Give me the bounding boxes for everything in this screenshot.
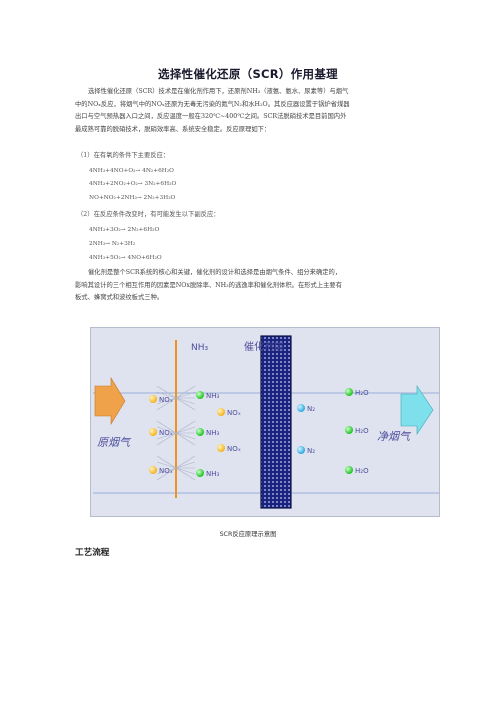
reaction-2: 4NH₃+2NO₂+O₂→ 3N₂+6H₂O [89,181,177,187]
reaction-1: 4NH₃+4NO+O₂→ 4N₂+6H₂O [89,168,174,174]
reaction-3: NO+NO₂+2NH₃→ 2N₂+3H₂O [89,195,176,201]
nox-molecule [217,408,225,416]
nh3-label: NH₃ [206,429,220,437]
intro-line: 中的NOₓ反应，将烟气中的NOₓ还原为无毒无污染的氮气N₂和水H₂O。其反应器设… [75,100,350,108]
nh3-label: NH₃ [206,392,220,400]
nh3-molecule [196,428,204,436]
intro-line: 最成熟可靠的脱硝技术，脱硝效率高、系统安全稳定。反应原理如下： [75,125,271,133]
step2-heading: （2）在反应条件改变时，有可能发生以下副反应： [77,211,220,218]
intro-line: 选择性催化还原（SCR）技术是在催化剂作用下，还原剂NH₃（液氨、氨水、尿素等）… [88,88,349,95]
h2o-label: H₂O [355,389,369,397]
catalyst-line: 催化剂是整个SCR系统的核心和关键，催化剂的设计和选择是由烟气条件、组分来确定的… [88,269,342,276]
diagram-caption: SCR反应原理示意图 [219,531,277,538]
n2-molecule [297,446,305,454]
n2-molecule [297,404,305,412]
n2-label: N₂ [307,447,315,455]
raw-gas-label: 原烟气 [97,436,132,449]
catalyst-bed [260,335,292,509]
nh3-label: NH₃ [206,470,220,478]
nox-label: NOₓ [159,396,173,404]
h2o-label: H₂O [355,427,369,435]
step1-heading: （1）在有氧的条件下主要反应： [77,152,170,159]
nox-molecule [149,428,157,436]
section-heading: 工艺流程 [75,548,110,558]
intro-line: 出口与空气预热器入口之间，反应温度一般在320℃~400℃之间。SCR法脱硝技术… [75,113,347,121]
raw-gas-arrow [94,376,126,426]
nox-molecule [149,395,157,403]
scr-diagram: NH₃ 催化剂层 原烟气 净烟气 NOₓ NOₓ NOₓ NH₃ NH₃ NH₃… [90,327,440,517]
h2o-molecule [345,388,353,396]
nox-molecule [217,444,225,452]
scr-diagram-svg: NH₃ 催化剂层 原烟气 净烟气 NOₓ NOₓ NOₓ NH₃ NH₃ NH₃… [93,335,439,509]
clean-gas-arrow [400,385,434,435]
nox-label: NOₓ [227,445,241,453]
n2-label: N₂ [307,405,315,413]
catalyst-label: 催化剂层 [244,340,284,353]
nox-label: NOₓ [227,409,241,417]
catalyst-paragraph: 催化剂是整个SCR系统的核心和关键，催化剂的设计和选择是由烟气条件、组分来确定的… [75,267,435,305]
nox-label: NOₓ [159,467,173,475]
intro-paragraph: 选择性催化还原（SCR）技术是在催化剂作用下，还原剂NH₃（液氨、氨水、尿素等）… [75,86,435,136]
catalyst-line: 板式、蜂窝式和波纹板式三种。 [75,294,164,302]
spray-fans [156,385,196,481]
side-reaction-3: 4NH₃+5O₂→ 4NO+6H₂O [89,255,162,261]
h2o-molecule [345,466,353,474]
side-reaction-1: 4NH₃+3O₂→ 2N₂+6H₂O [89,227,160,233]
nh3-molecule [196,469,204,477]
h2o-label: H₂O [355,467,369,475]
nh3-header-label: NH₃ [191,343,209,353]
page-title: 选择性催化还原（SCR）作用基理 [158,67,338,81]
nox-label: NOₓ [159,429,173,437]
catalyst-line: 影响其设计的三个相互作用的因素是NOx脱除率、NH₃的逃逸率和催化剂体积。在形式… [75,281,343,289]
nox-molecule [149,466,157,474]
nh3-molecule [196,391,204,399]
clean-gas-label: 净烟气 [377,430,412,443]
side-reaction-2: 2NH₃→ N₂+3H₂ [89,241,136,247]
h2o-molecule [345,426,353,434]
